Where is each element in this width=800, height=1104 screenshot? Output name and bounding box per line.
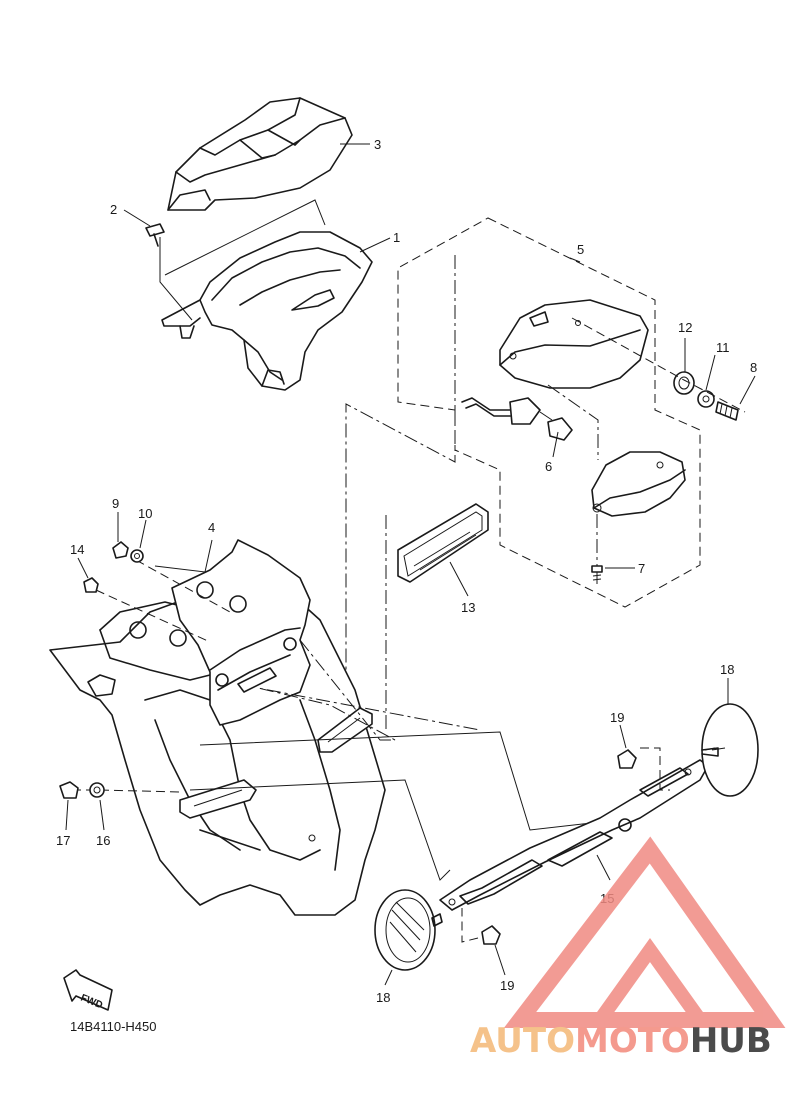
part-14-nut [83,577,99,593]
part-5-tail-light-lens [499,299,649,389]
part-2-screw [145,223,165,247]
callout-7: 7 [638,561,645,576]
callout-6: 6 [545,459,552,474]
callout-11: 11 [716,340,730,355]
part-18-reflector-left [374,889,443,971]
callout-19-upper: 19 [610,710,624,725]
part-17-nut [59,781,79,799]
callout-4: 4 [208,520,215,535]
part-4-license-bracket [129,539,311,726]
fender-slots [179,707,373,819]
watermark-logo-icon [503,836,786,1028]
callout-8: 8 [750,360,757,375]
part-11-washer [697,390,715,408]
callout-12: 12 [678,320,692,335]
part-12-grommet [673,371,695,395]
callout-17: 17 [56,833,70,848]
part-1-rear-housing [161,231,373,391]
part-19-nut-upper [617,749,637,769]
part-18-reflector-right [701,703,759,797]
callout-18-right: 18 [720,662,734,677]
callout-10: 10 [138,506,152,521]
part-19-nut-lower [481,925,501,945]
callout-1: 1 [393,230,400,245]
watermark-text-auto: AUTOMOTOHUB [470,1021,772,1061]
callout-14: 14 [70,542,84,557]
part-16-washer [89,782,105,798]
part-9-nut [112,541,129,559]
part-10-washer [130,549,144,563]
part-15-reflector-stay [439,759,709,911]
callout-5: 5 [577,242,584,257]
part-6-bulb-socket [461,397,573,441]
callout-19-lower: 19 [500,978,514,993]
part-13-reflector [397,503,489,583]
callout-13: 13 [461,600,475,615]
callout-2: 2 [110,202,117,217]
part-8-screw [715,401,739,421]
callout-3: 3 [374,137,381,152]
callout-16: 16 [96,833,110,848]
callout-18-left: 18 [376,990,390,1005]
part-3-cowl-cover [167,97,353,211]
part-7-housing-lower [591,451,686,517]
watermark: AUTOMOTOHUB [470,836,786,1061]
fwd-arrow-icon: FWD [63,969,113,1011]
diagram-code: 14B4110-H450 [70,1019,157,1034]
group-5-outline [397,217,701,608]
part-7-screw [591,565,603,584]
callout-9: 9 [112,496,119,511]
